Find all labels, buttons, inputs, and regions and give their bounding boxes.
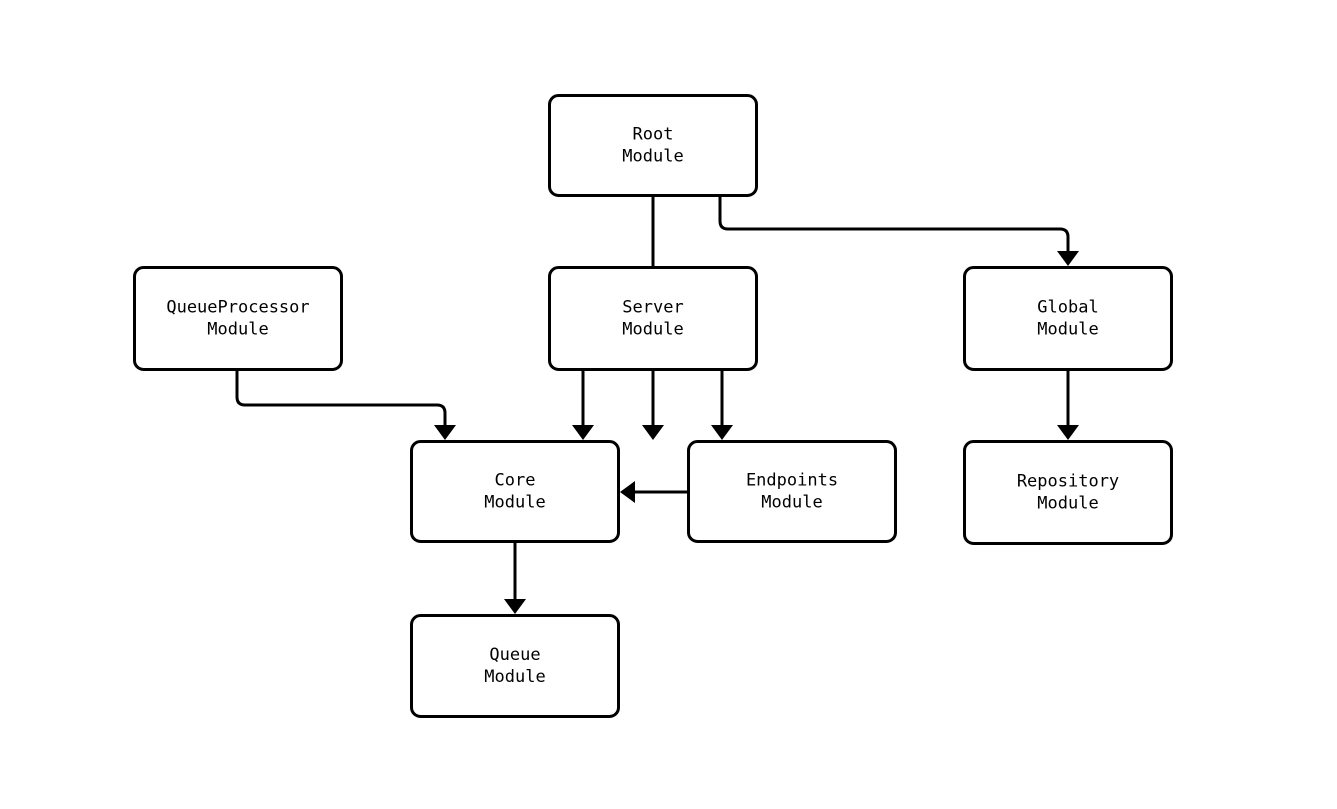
node-label-line2-queue: Module [484, 667, 545, 687]
arrowhead-server-to-endpoints [711, 425, 733, 440]
node-label-line2-endpoints: Module [761, 493, 822, 513]
node-label-line2-root: Module [622, 147, 683, 167]
arrowheads-layer [434, 251, 1079, 614]
arrowhead-global-to-repository [1057, 425, 1079, 440]
arrowhead-queueprocessor-to-core [434, 425, 456, 440]
node-box-queueprocessor [133, 266, 343, 371]
node-label-line2-queueprocessor: Module [207, 320, 268, 340]
node-label-line1-queue: Queue [489, 645, 540, 665]
arrowhead-root-to-global [1057, 251, 1079, 266]
arrowhead-core-to-queue [504, 599, 526, 614]
node-box-endpoints [687, 440, 897, 543]
node-label-line1-repository: Repository [1017, 472, 1119, 492]
arrowhead-endpoints-to-core [620, 481, 635, 503]
edges-layer [235, 197, 1070, 602]
node-box-core [410, 440, 620, 543]
node-box-global [963, 266, 1173, 371]
node-box-server [548, 266, 758, 371]
node-label-line2-core: Module [484, 493, 545, 513]
node-box-repository [963, 440, 1173, 545]
arrowhead-root-to-server [642, 425, 664, 440]
node-label-line1-global: Global [1037, 298, 1098, 318]
node-label-line2-server: Module [622, 320, 683, 340]
nodes-layer: RootModuleQueueProcessorModuleServerModu… [133, 94, 1173, 718]
node-label-line1-endpoints: Endpoints [746, 471, 838, 491]
node-box-root [548, 94, 758, 197]
node-label-line2-repository: Module [1037, 494, 1098, 514]
node-label-line2-global: Module [1037, 320, 1098, 340]
edge-queueprocessor-to-core [235, 371, 447, 428]
node-label-line1-server: Server [622, 298, 683, 318]
edge-root-to-global [718, 197, 1070, 254]
node-label-line1-queueprocessor: QueueProcessor [166, 298, 309, 318]
node-box-queue [410, 614, 620, 718]
node-label-line1-root: Root [633, 125, 674, 145]
node-label-line1-core: Core [495, 471, 536, 491]
arrowhead-server-to-core [572, 425, 594, 440]
